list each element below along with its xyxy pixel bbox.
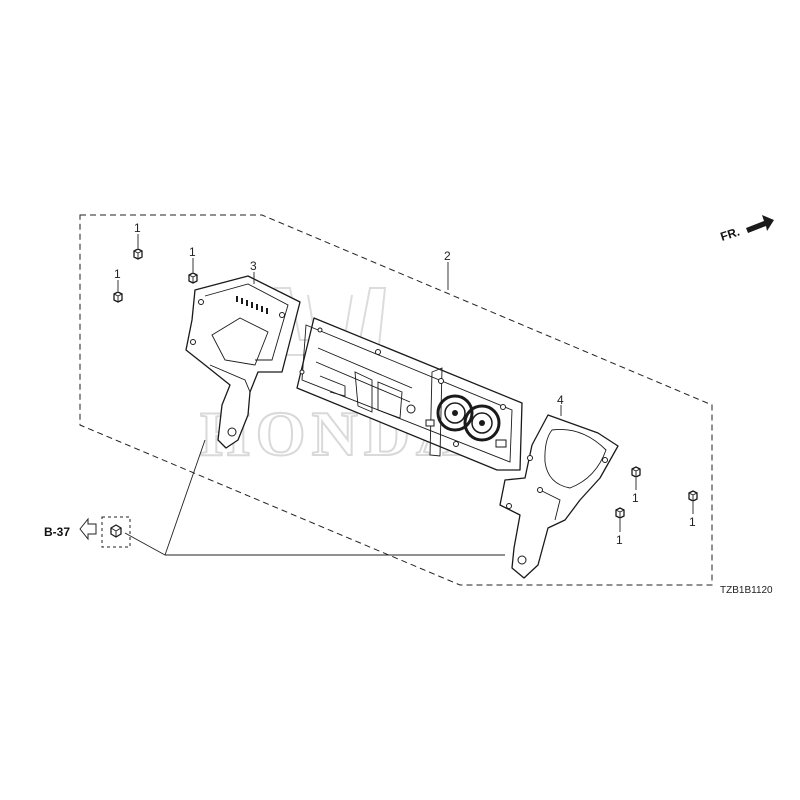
- front-direction-label: FR.: [719, 225, 742, 244]
- bracket-left: [185, 275, 301, 449]
- callout-bracket-right: 4: [557, 393, 564, 407]
- bolt-f: [688, 490, 698, 502]
- bolt-c: [113, 291, 123, 303]
- b37-leader-1: [124, 439, 206, 556]
- front-direction: FR.: [719, 215, 774, 244]
- reference-arrow-icon: [79, 517, 97, 541]
- bolt-d: [631, 466, 641, 478]
- diagram-code: TZB1B1120: [720, 585, 773, 596]
- bolt-a: [133, 248, 143, 260]
- callout-unit: 2: [444, 249, 451, 263]
- callout-bracket-left: 3: [250, 259, 257, 273]
- bracket-right: [499, 414, 619, 579]
- bolt-e: [615, 507, 625, 519]
- callout-bolt-a: 1: [134, 221, 141, 235]
- main-unit: [296, 317, 523, 471]
- control-knobs: [436, 394, 501, 442]
- reference-label: B-37: [44, 525, 70, 539]
- callout-bolt-e: 1: [616, 533, 623, 547]
- callout-bolt-f: 1: [689, 515, 696, 529]
- front-arrow-icon: [746, 215, 774, 233]
- assembly-boundary: [79, 214, 713, 586]
- reference-b37: B-37: [44, 516, 131, 548]
- callout-bolt-d: 1: [632, 491, 639, 505]
- bolt-b: [188, 272, 198, 284]
- callout-bolt-c: 1: [114, 267, 121, 281]
- callout-bolt-b: 1: [189, 245, 196, 259]
- reference-screw-box: [101, 516, 131, 548]
- reference-screw-icon: [110, 524, 122, 538]
